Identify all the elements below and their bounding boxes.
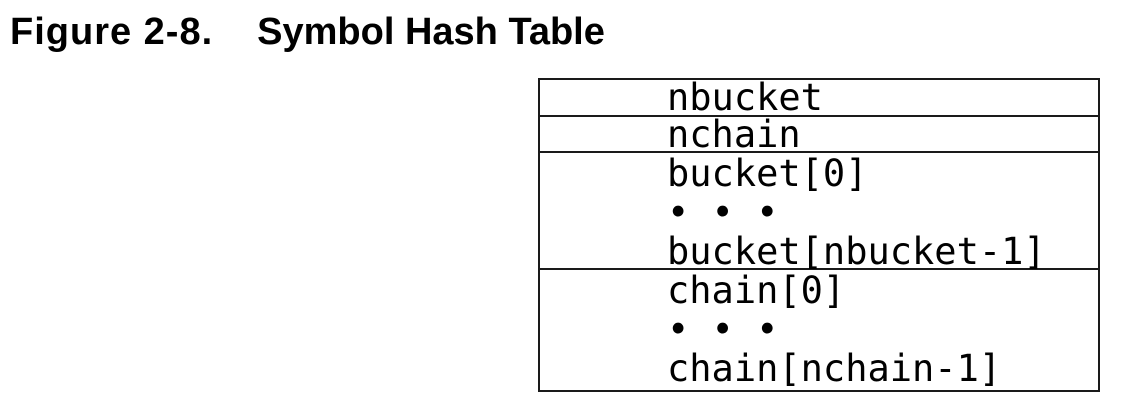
hash-table-row-nchain: nchain bbox=[540, 112, 1098, 156]
hash-table-row-chain-array: chain[0] • • • chain[nchain-1] bbox=[540, 268, 1098, 388]
bucket-ellipsis-dots: • • • bbox=[667, 191, 779, 234]
nchain-cell-text: nchain bbox=[667, 112, 801, 156]
hash-table-row-bucket-array: bucket[0] • • • bucket[nbucket-1] bbox=[540, 151, 1098, 273]
chain-first-cell-text: chain[0] bbox=[667, 269, 846, 312]
bucket-last-cell-text: bucket[nbucket-1] bbox=[667, 230, 1046, 273]
hash-table-row-nbucket: nbucket bbox=[540, 76, 1098, 119]
figure-caption: Figure 2-8. Symbol Hash Table bbox=[10, 13, 605, 51]
nbucket-cell-text: nbucket bbox=[667, 76, 823, 119]
figure-title: Symbol Hash Table bbox=[257, 11, 605, 53]
symbol-hash-table-diagram: nbucket nchain bucket[0] • • • bucket[nb… bbox=[538, 78, 1100, 392]
figure-number-label: Figure 2-8. bbox=[10, 11, 214, 53]
chain-last-cell-text: chain[nchain-1] bbox=[667, 347, 1002, 390]
chain-ellipsis-dots: • • • bbox=[667, 308, 779, 351]
bucket-first-cell-text: bucket[0] bbox=[667, 152, 868, 195]
